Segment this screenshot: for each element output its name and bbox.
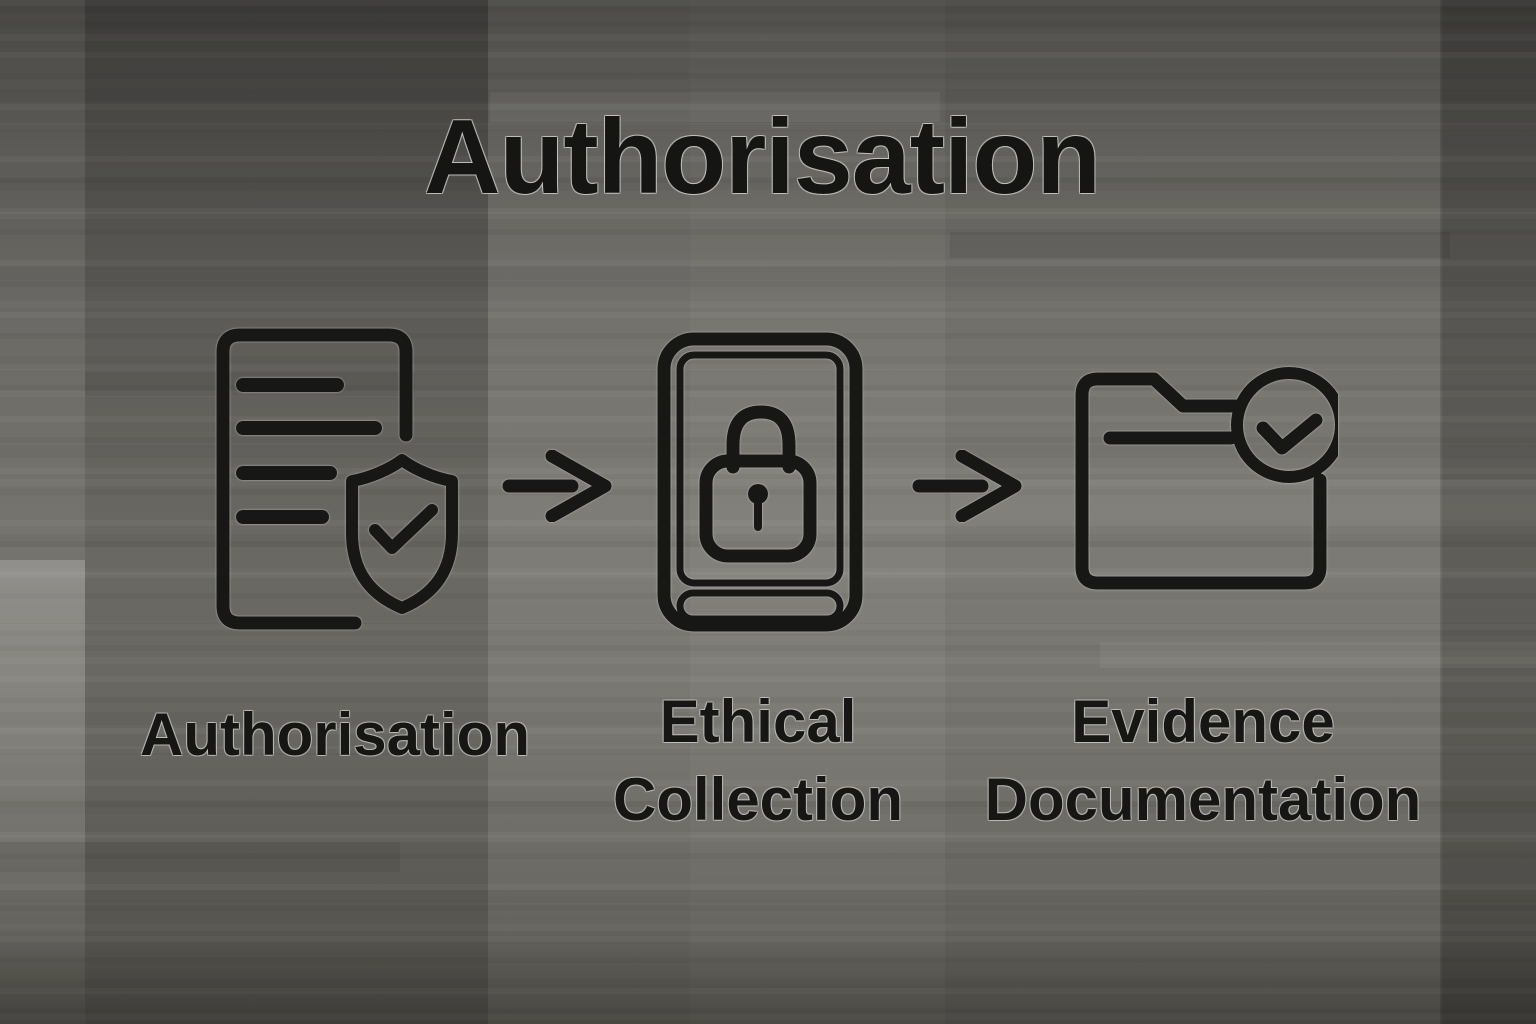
arrow-right-icon bbox=[502, 450, 612, 522]
background-shade-bottom bbox=[0, 930, 1536, 1024]
document-shield-check-icon bbox=[216, 328, 458, 630]
background-streak bbox=[0, 842, 400, 872]
step-label-line: Collection bbox=[612, 766, 904, 833]
step-label-ethical-collection: Ethical Collection bbox=[613, 683, 903, 839]
step-label-authorisation: Authorisation bbox=[140, 696, 530, 774]
background-streak bbox=[950, 232, 1450, 258]
arrow-right-icon bbox=[912, 450, 1022, 522]
folder-check-icon bbox=[1075, 367, 1338, 590]
background-band-right bbox=[1442, 0, 1536, 1024]
page-title: Authorisation bbox=[424, 98, 1101, 216]
step-label-line: Documentation bbox=[984, 766, 1422, 833]
step-label-line: Evidence bbox=[1071, 688, 1335, 755]
background-strip-left bbox=[0, 560, 85, 1024]
background-streak bbox=[1100, 642, 1536, 668]
step-label-line: Authorisation bbox=[140, 701, 530, 768]
tablet-lock-icon bbox=[657, 332, 863, 632]
step-label-evidence-documentation: Evidence Documentation bbox=[985, 683, 1422, 839]
step-label-line: Ethical bbox=[659, 688, 857, 755]
